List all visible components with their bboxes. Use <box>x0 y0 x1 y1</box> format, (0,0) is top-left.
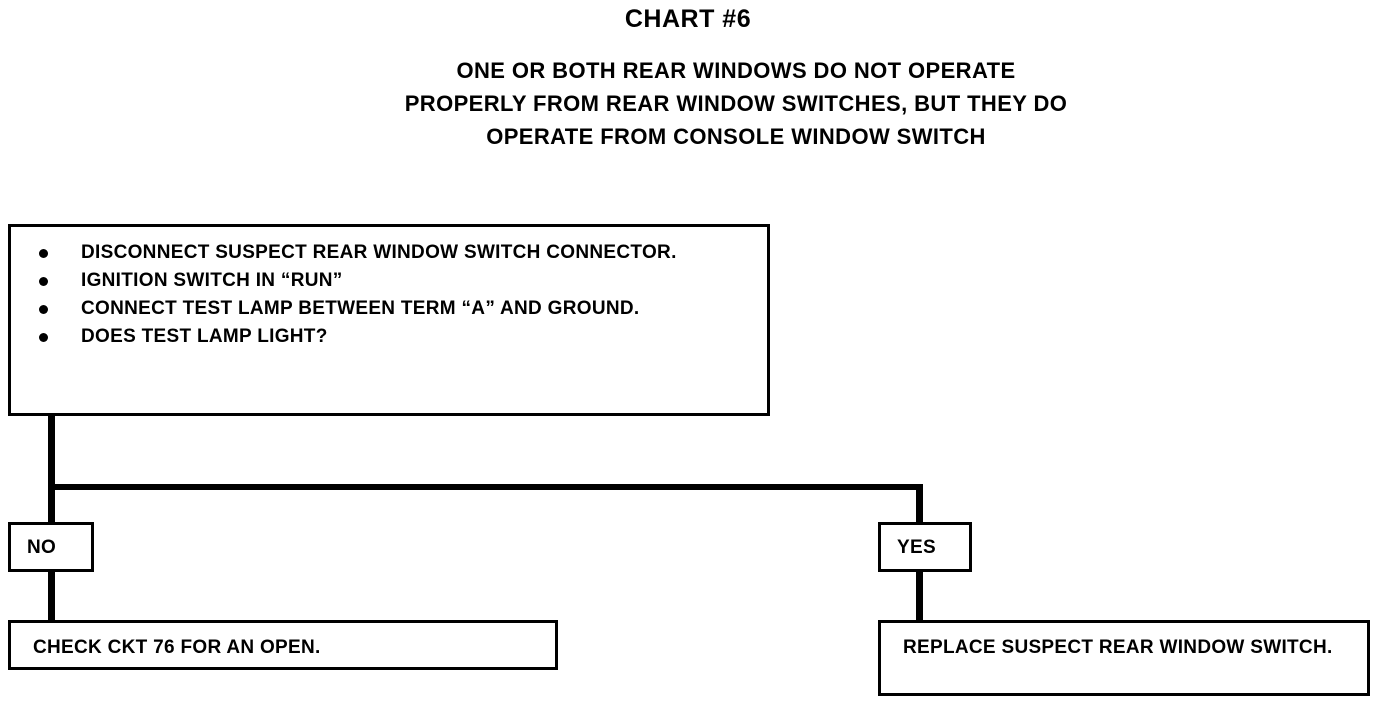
page-title: CHART #6 <box>624 5 752 33</box>
connector-stem-vertical <box>48 414 55 486</box>
subtitle-line-2: PROPERLY FROM REAR WINDOW SWITCHES, BUT … <box>404 91 1068 116</box>
test-step-box: DISCONNECT SUSPECT REAR WINDOW SWITCH CO… <box>8 224 770 416</box>
chart-subtitle: ONE OR BOTH REAR WINDOWS DO NOT OPERATE … <box>0 54 1376 153</box>
connector-yes-to-outcome <box>916 570 923 622</box>
list-item-label: DOES TEST LAMP LIGHT? <box>81 326 328 347</box>
outcome-box-yes: REPLACE SUSPECT REAR WINDOW SWITCH. <box>878 620 1370 696</box>
bullet-dot-icon <box>39 249 48 258</box>
bullet-dot-icon <box>39 277 48 286</box>
subtitle-line-3: OPERATE FROM CONSOLE WINDOW SWITCH <box>486 124 986 149</box>
connector-no-vertical <box>48 484 55 524</box>
branch-chip-no: NO <box>8 522 94 572</box>
list-item-label: IGNITION SWITCH IN “RUN” <box>81 270 343 291</box>
subtitle-line-1: ONE OR BOTH REAR WINDOWS DO NOT OPERATE <box>456 58 1016 83</box>
bullet-dot-icon <box>39 305 48 314</box>
branch-chip-yes: YES <box>878 522 972 572</box>
branch-chip-no-label: NO <box>27 537 57 558</box>
connector-yes-vertical <box>916 484 923 524</box>
outcome-box-no: CHECK CKT 76 FOR AN OPEN. <box>8 620 558 670</box>
list-item-label: CONNECT TEST LAMP BETWEEN TERM “A” AND G… <box>81 298 640 319</box>
branch-chip-yes-label: YES <box>897 537 936 558</box>
list-item: IGNITION SWITCH IN “RUN” <box>33 267 677 295</box>
bullet-dot-icon <box>39 333 48 342</box>
outcome-box-no-label: CHECK CKT 76 FOR AN OPEN. <box>33 637 321 658</box>
list-item-label: DISCONNECT SUSPECT REAR WINDOW SWITCH CO… <box>81 242 677 263</box>
list-item: DISCONNECT SUSPECT REAR WINDOW SWITCH CO… <box>33 239 677 267</box>
outcome-box-yes-label: REPLACE SUSPECT REAR WINDOW SWITCH. <box>903 637 1333 658</box>
connector-no-to-outcome <box>48 570 55 622</box>
list-item: DOES TEST LAMP LIGHT? <box>33 323 677 351</box>
list-item: CONNECT TEST LAMP BETWEEN TERM “A” AND G… <box>33 295 677 323</box>
connector-branch-horizontal <box>48 484 923 490</box>
test-step-bullet-list: DISCONNECT SUSPECT REAR WINDOW SWITCH CO… <box>33 239 677 351</box>
